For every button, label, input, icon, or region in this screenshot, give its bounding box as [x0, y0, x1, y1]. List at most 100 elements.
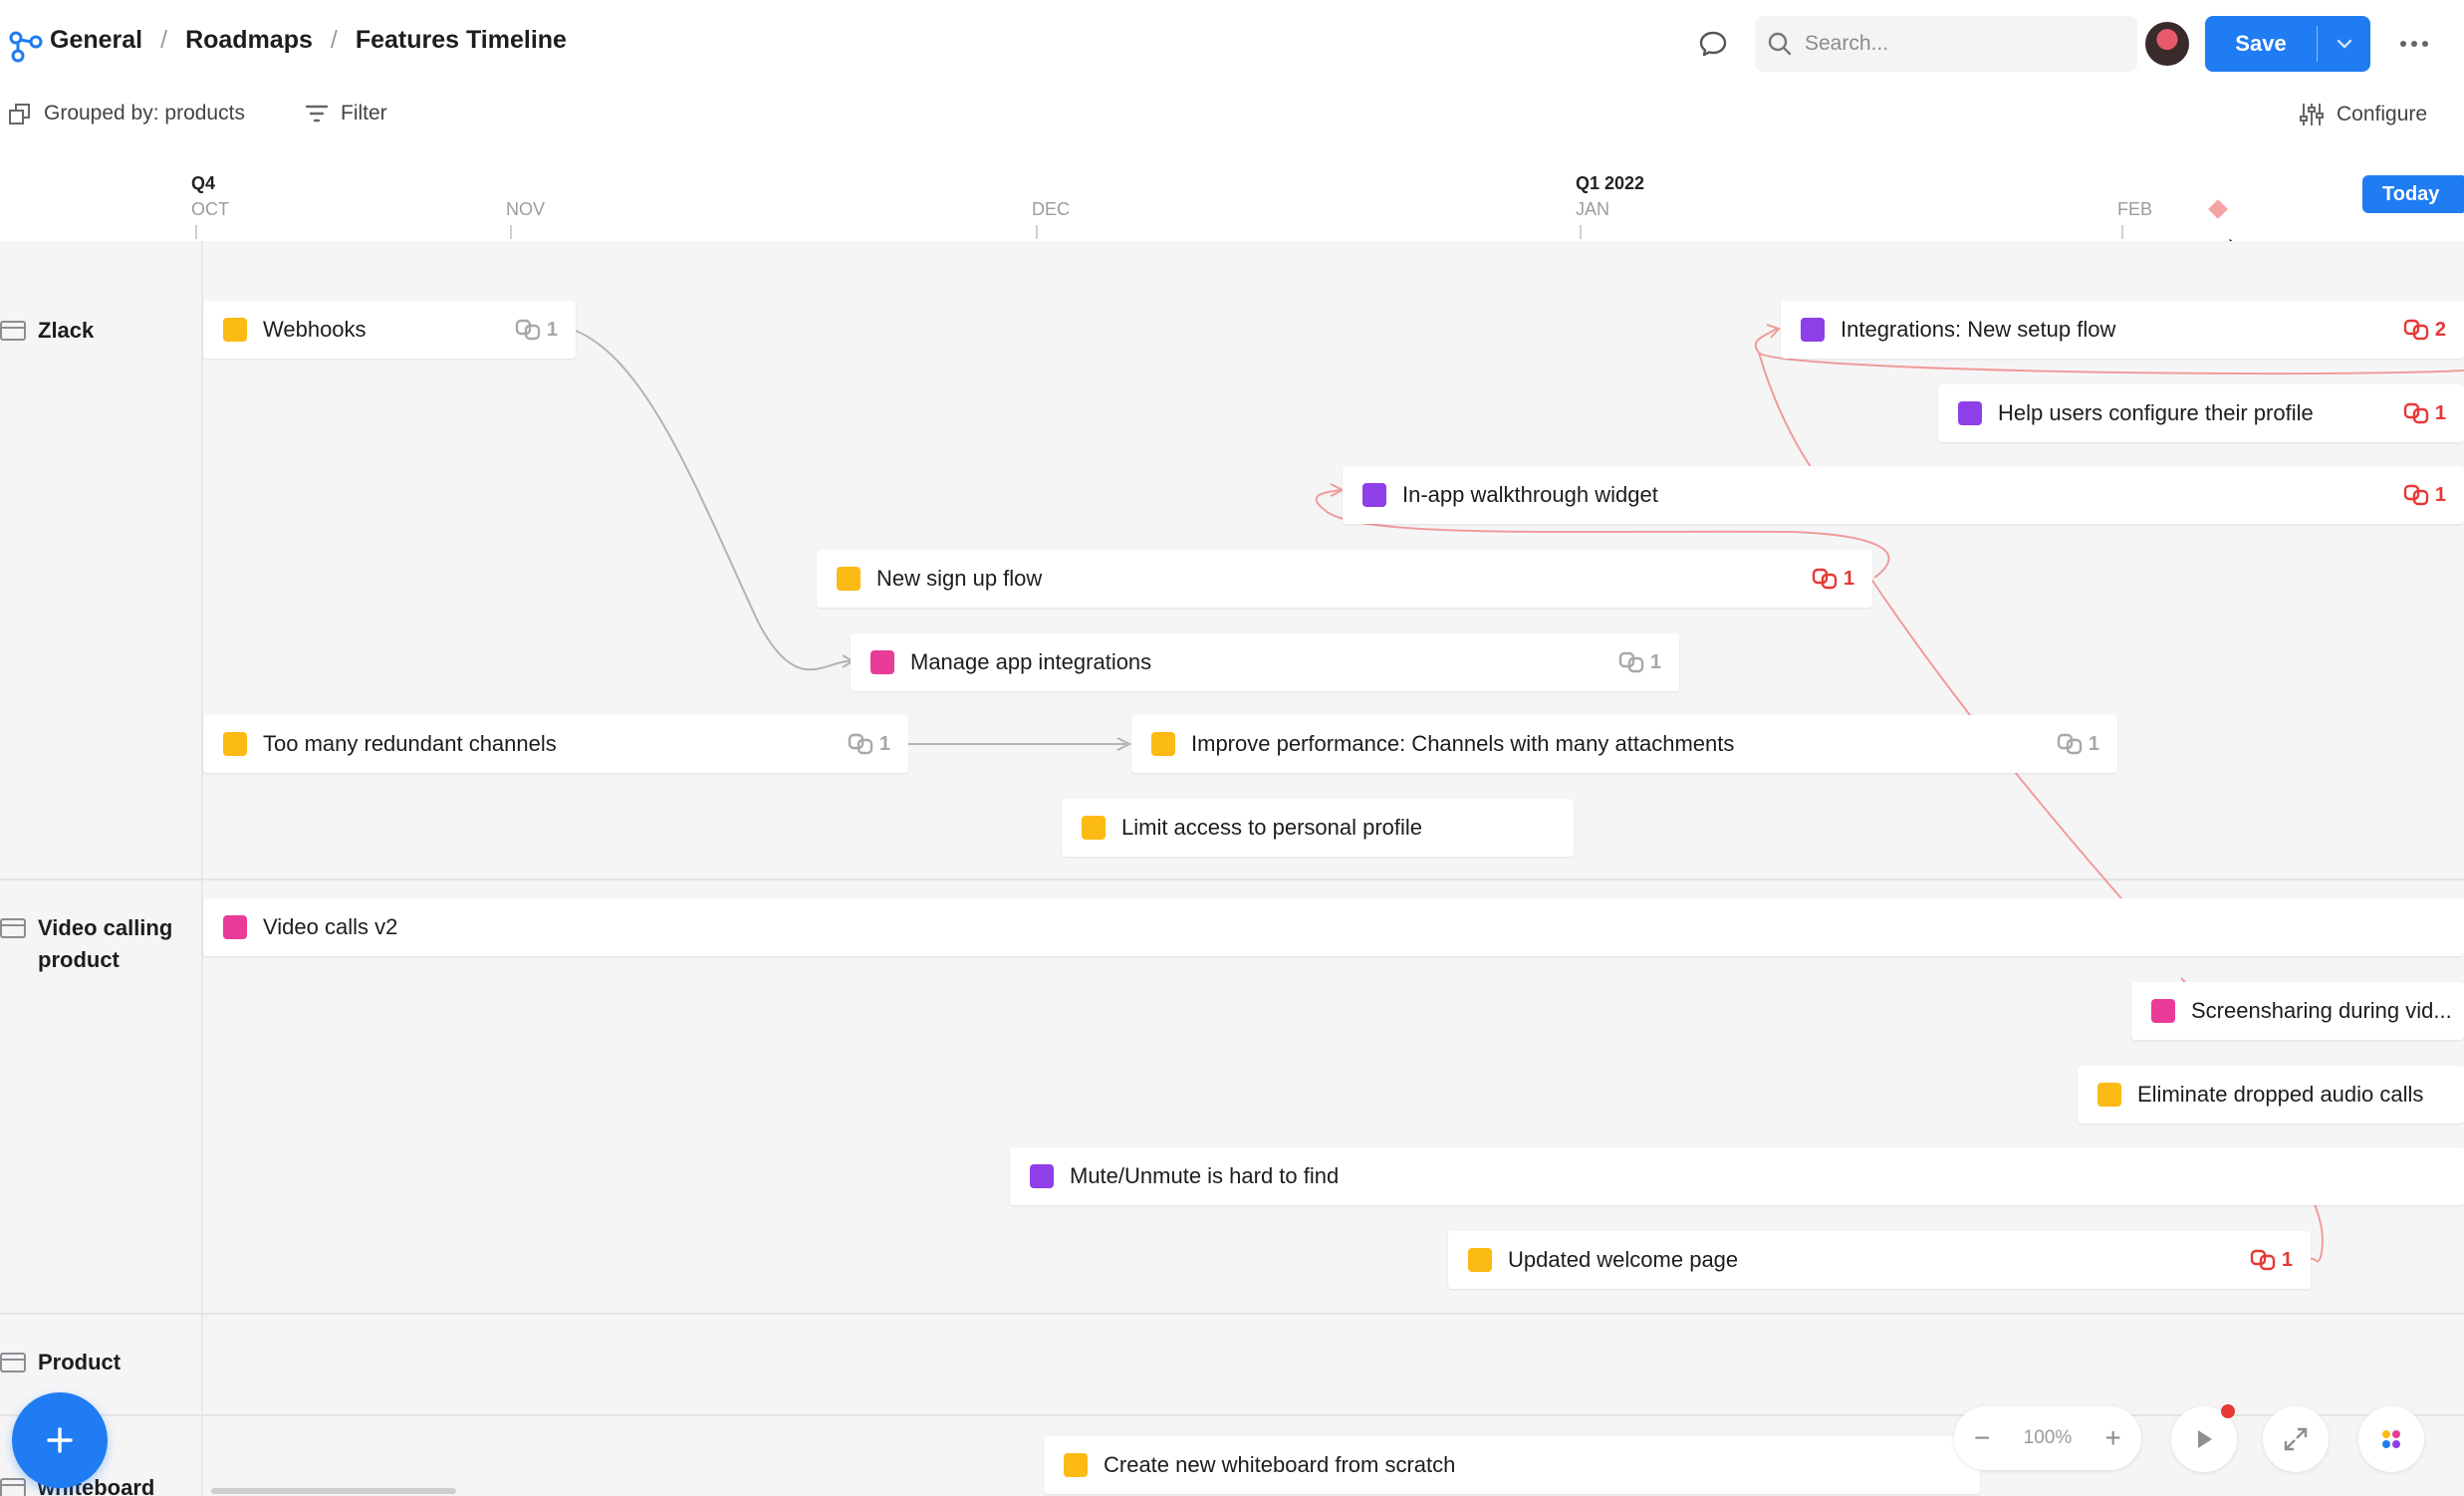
card-color-chip: [1801, 318, 1825, 342]
card-links[interactable]: 1: [2250, 1249, 2293, 1272]
month-tick: [510, 225, 512, 239]
card-create-new-whiteboard[interactable]: Create new whiteboard from scratch: [1044, 1436, 1980, 1494]
avatar[interactable]: [2145, 22, 2189, 66]
card-title: Updated welcome page: [1508, 1247, 1739, 1272]
group-icon: [9, 104, 30, 125]
card-links[interactable]: 1: [848, 733, 890, 756]
card-title: Manage app integrations: [910, 649, 1152, 674]
card-color-chip: [223, 915, 247, 939]
card-too-many-redundant-channels[interactable]: Too many redundant channels 1: [203, 715, 908, 773]
lane-icon: [0, 1478, 26, 1496]
card-color-chip: [223, 732, 247, 756]
month-tick: [195, 225, 197, 239]
lane-icon: [0, 321, 26, 341]
card-screensharing-during-video[interactable]: Screensharing during vid...: [2131, 982, 2464, 1040]
card-color-chip: [1151, 732, 1175, 756]
search-input[interactable]: [1803, 31, 2105, 57]
configure-button[interactable]: Configure: [2299, 102, 2427, 127]
filter-button[interactable]: Filter: [305, 102, 387, 125]
comment-icon[interactable]: [1697, 28, 1729, 60]
connector-line: [1116, 737, 1132, 751]
card-title: Create new whiteboard from scratch: [1104, 1452, 1456, 1477]
month-label: NOV: [506, 199, 546, 219]
page-title[interactable]: Features Timeline: [355, 26, 567, 54]
more-dot-icon: [2422, 41, 2428, 47]
lane-zlack[interactable]: Zlack: [0, 315, 94, 347]
card-links[interactable]: 1: [515, 319, 558, 342]
card-eliminate-dropped-audio-calls[interactable]: Eliminate dropped audio calls: [2078, 1066, 2464, 1123]
connector-line: [1330, 483, 1346, 497]
apps-grid-icon: [2382, 1430, 2400, 1448]
card-links[interactable]: 1: [1618, 651, 1661, 674]
save-options-button[interactable]: [2318, 38, 2370, 50]
card-limit-access-personal-profile[interactable]: Limit access to personal profile: [1062, 799, 1574, 857]
card-color-chip: [1064, 1453, 1088, 1477]
link-count: 2: [2434, 318, 2446, 341]
card-title: Screensharing during vid...: [2191, 998, 2452, 1023]
lane-label: Product: [38, 1350, 122, 1374]
card-updated-welcome-page[interactable]: Updated welcome page 1: [1448, 1231, 2311, 1289]
today-button[interactable]: Today: [2362, 175, 2464, 213]
sliders-icon: [2300, 104, 2324, 125]
add-item-button[interactable]: [12, 1392, 108, 1488]
lane-label: Video calling product: [38, 915, 173, 972]
card-title: Limit access to personal profile: [1121, 815, 1423, 840]
link-icon: [2057, 733, 2083, 755]
link-count: 1: [2281, 1248, 2293, 1271]
card-links[interactable]: 1: [2403, 484, 2446, 507]
breadcrumb: General / Roadmaps / Features Timeline: [50, 26, 567, 55]
expand-icon: [2284, 1427, 2308, 1451]
play-icon: [2198, 1430, 2212, 1448]
card-links[interactable]: 1: [2057, 733, 2099, 756]
filter-label: Filter: [341, 102, 387, 125]
link-count: 1: [2088, 732, 2099, 755]
lane-separator: [0, 878, 2464, 880]
breadcrumb-general[interactable]: General: [50, 26, 143, 54]
timeline-canvas[interactable]: Zlack Video calling product Product whit…: [0, 241, 2464, 1496]
card-new-sign-up-flow[interactable]: New sign up flow 1: [817, 550, 1872, 608]
card-links[interactable]: 1: [2403, 402, 2446, 425]
card-color-chip: [870, 650, 894, 674]
horizontal-scrollbar[interactable]: [211, 1488, 456, 1494]
fullscreen-button[interactable]: [2263, 1406, 2329, 1472]
save-button[interactable]: Save: [2205, 16, 2370, 72]
more-dot-icon: [2400, 41, 2406, 47]
card-help-users-configure-profile[interactable]: Help users configure their profile 1: [1938, 384, 2464, 442]
configure-label: Configure: [2337, 103, 2428, 125]
card-mute-unmute-hard-to-find[interactable]: Mute/Unmute is hard to find: [1010, 1147, 2464, 1205]
card-title: Video calls v2: [263, 914, 398, 939]
breadcrumb-separator: /: [160, 26, 168, 54]
apps-button[interactable]: [2358, 1406, 2424, 1472]
quarter-label: Q4: [191, 173, 216, 193]
card-links[interactable]: 2: [2403, 319, 2446, 342]
card-in-app-walkthrough-widget[interactable]: In-app walkthrough widget 1: [1343, 466, 2464, 524]
lane-video-calling-product[interactable]: Video calling product: [0, 912, 189, 976]
month-label: DEC: [1032, 199, 1071, 219]
zoom-out-button[interactable]: −: [1974, 1422, 1991, 1453]
card-title: In-app walkthrough widget: [1402, 482, 1658, 507]
card-title: Help users configure their profile: [1998, 400, 2314, 425]
link-count: 1: [1843, 567, 1854, 590]
card-webhooks[interactable]: Webhooks 1: [203, 301, 576, 359]
link-count: 1: [2434, 401, 2446, 424]
grouped-by-button[interactable]: Grouped by: products: [8, 102, 245, 125]
zoom-control: − 100% +: [1954, 1406, 2141, 1470]
breadcrumb-roadmaps[interactable]: Roadmaps: [185, 26, 313, 54]
card-color-chip: [1468, 1248, 1492, 1272]
card-improve-performance-channels[interactable]: Improve performance: Channels with many …: [1131, 715, 2117, 773]
more-options-button[interactable]: [2396, 28, 2432, 60]
roadmap-logo-icon[interactable]: [8, 28, 44, 64]
zoom-in-button[interactable]: +: [2104, 1422, 2121, 1453]
link-count: 1: [878, 732, 890, 755]
card-color-chip: [1958, 401, 1982, 425]
lane-product[interactable]: Product: [0, 1347, 121, 1378]
card-color-chip: [2151, 999, 2175, 1023]
card-links[interactable]: 1: [1812, 568, 1854, 591]
card-integrations-new-setup-flow[interactable]: Integrations: New setup flow 2: [1781, 301, 2464, 359]
card-title: Mute/Unmute is hard to find: [1070, 1163, 1340, 1188]
search-box[interactable]: [1755, 16, 2137, 72]
quarter-label: Q1 2022: [1576, 173, 1645, 193]
save-divider: [2317, 26, 2318, 62]
card-video-calls-v2[interactable]: Video calls v2: [203, 898, 2464, 956]
card-manage-app-integrations[interactable]: Manage app integrations 1: [851, 633, 1679, 691]
